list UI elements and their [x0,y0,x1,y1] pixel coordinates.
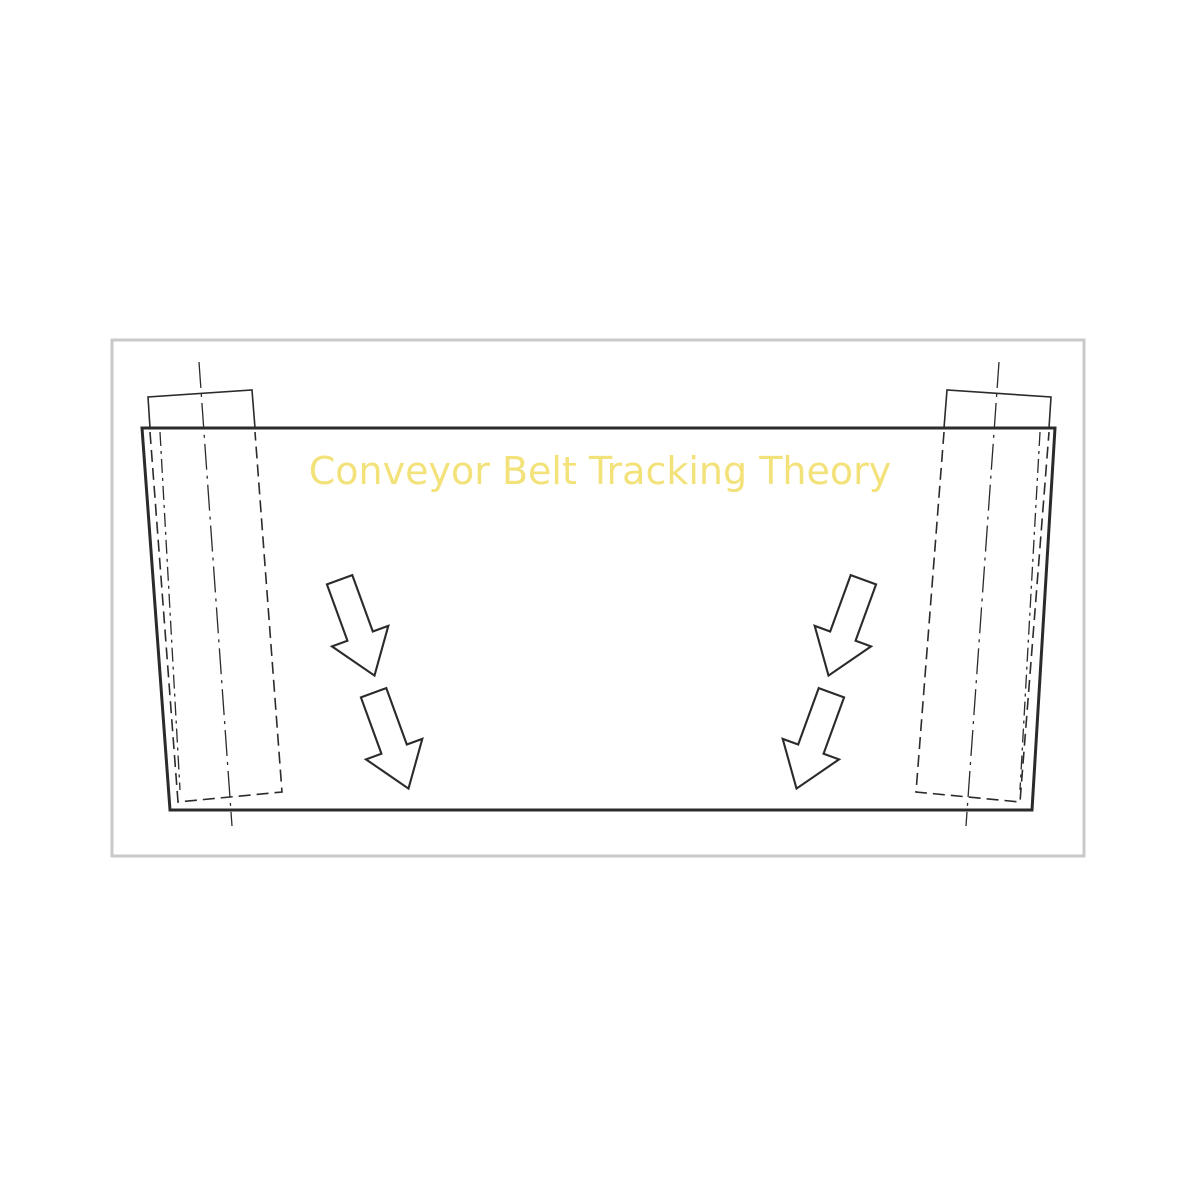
belt-drift-arrow [325,573,390,678]
roller-guide-line [159,431,181,791]
roller-axis-line [198,361,233,827]
roller-axis-line [965,361,1000,827]
diagram-title: Conveyor Belt Tracking Theory [309,449,891,493]
roller-guide-line [1019,431,1041,791]
conveyor-belt [140,426,1057,812]
belt-drift-arrow [813,573,878,678]
right-idler-roller [915,361,1052,827]
roller-hidden-outline [149,431,283,803]
belt-drift-arrow [359,686,424,791]
roller-hidden-outline [915,431,1050,803]
roller-outline [147,389,256,429]
diagram-frame [110,338,1086,858]
left-idler-roller [147,361,283,827]
belt-drift-arrow [781,686,846,791]
roller-outline [943,389,1052,429]
